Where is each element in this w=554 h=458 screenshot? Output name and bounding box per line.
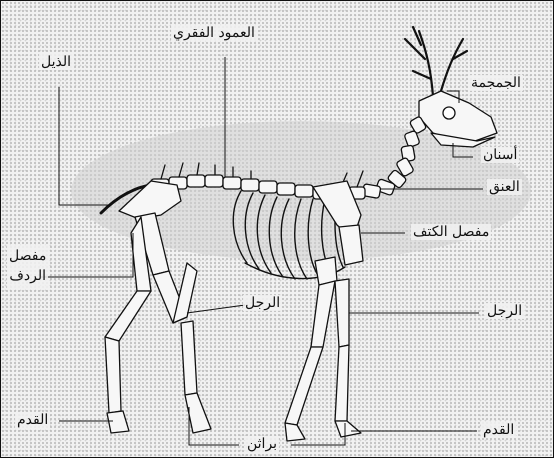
hind-leg-label: الرجل — [243, 295, 282, 311]
hind-hooves — [107, 393, 211, 433]
fore-leg-label: الرجل — [485, 303, 524, 319]
hind-leg-leader — [187, 305, 245, 313]
hooves-label: براثن — [245, 436, 279, 452]
shoulder-joint-label: مفصل الكتف — [411, 224, 491, 240]
hip-joint-label-line2: الردف — [9, 266, 46, 286]
hip-leader — [41, 233, 133, 277]
skull-label: الجمجمة — [469, 75, 523, 91]
neck-label: العنق — [487, 179, 522, 195]
tail-label: الذيل — [39, 54, 73, 70]
antlers — [405, 27, 467, 96]
teeth-label: أسنان — [481, 147, 519, 163]
fore-foot-label: القدم — [481, 422, 516, 438]
eye-socket — [443, 107, 455, 119]
hip-joint-label-line1: مفصل — [9, 246, 46, 266]
spine-label: العمود الفقري — [171, 25, 257, 41]
hind-foot-label: القدم — [15, 412, 50, 428]
hip-joint-label: مفصل الردف — [7, 245, 48, 288]
